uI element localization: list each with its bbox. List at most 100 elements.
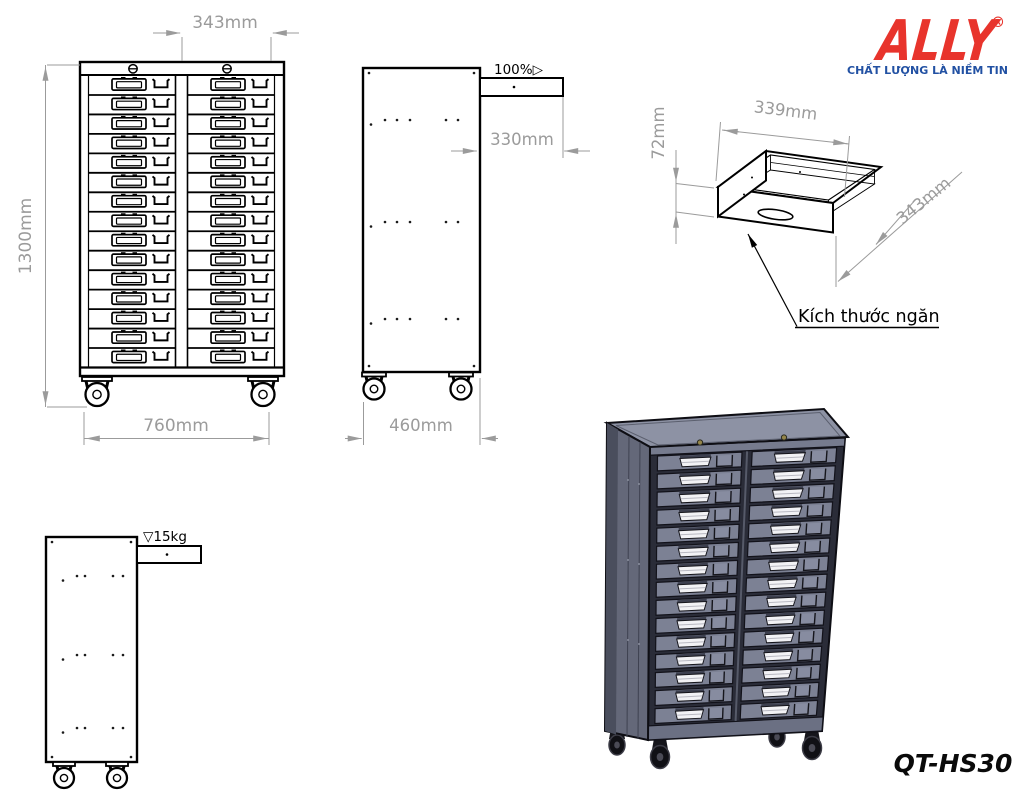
drawer-3d (656, 451, 743, 472)
front-drawer (187, 154, 275, 174)
front-drawer-grid (88, 76, 275, 369)
label-holder-3d (799, 612, 816, 626)
front-drawer (88, 193, 176, 213)
drawer-3d (742, 645, 823, 666)
pullout-note: 100%▷ (494, 62, 544, 78)
front-drawer (187, 135, 275, 155)
brand-logo: ALLY ® CHẤT LƯỢNG LÀ NIỀM TIN (847, 8, 1008, 77)
registered-mark: ® (991, 15, 1005, 31)
front-drawer (187, 310, 275, 330)
label-holder (250, 175, 270, 186)
screw-icon (128, 63, 138, 74)
label-holder (151, 273, 171, 283)
label-holder (151, 117, 171, 128)
label-holder (151, 78, 171, 89)
label-holder (151, 331, 171, 342)
label-holder (250, 214, 270, 225)
front-drawer (88, 96, 176, 116)
front-drawer (187, 213, 275, 233)
side-view: 100%▷ (361, 62, 564, 401)
dim-label: 460mm (389, 416, 453, 435)
label-holder (250, 292, 270, 303)
label-holder-3d (710, 617, 728, 630)
dim-overall-width: 760mm (83, 412, 270, 445)
label-holder (250, 136, 270, 147)
front-drawer (187, 115, 275, 135)
drawer-3d (739, 699, 819, 720)
drawer-3d (747, 519, 832, 540)
drawer-3d (655, 577, 738, 598)
dim-label: 72mm (649, 106, 668, 159)
front-drawer (88, 271, 176, 291)
drawer-3d (656, 523, 740, 544)
side-casters (361, 371, 474, 401)
drawer-handle-cutout (757, 208, 794, 221)
drawer-3d (655, 613, 737, 634)
label-holder-3d (798, 630, 815, 644)
front-drawer (88, 232, 176, 252)
drawer-3d (656, 469, 742, 490)
drawer-3d (654, 704, 733, 725)
front-drawer (187, 291, 275, 311)
drawer-3d (655, 559, 739, 580)
front-drawer (88, 115, 176, 135)
front-drawer (187, 330, 275, 349)
rivet-dots (367, 71, 476, 368)
model-code: QT-HS30 (894, 749, 1013, 778)
dim-label: 343mm (893, 173, 954, 228)
label-holder-3d (804, 540, 822, 554)
label-holder-3d (807, 486, 826, 500)
label-holder-3d (801, 576, 819, 590)
label-holder-3d (802, 558, 820, 572)
dim-drawer-depth: 343mm (835, 171, 963, 287)
drawer-3d (741, 663, 821, 684)
dim-label: 343mm (192, 13, 258, 33)
render-3d (603, 407, 851, 770)
label-holder (151, 292, 171, 303)
pulled-drawer (479, 77, 564, 97)
label-holder (250, 350, 270, 361)
label-holder-3d (805, 522, 823, 536)
label-holder-3d (713, 527, 731, 540)
drawer-3d (655, 595, 737, 616)
label-holder-3d (795, 667, 812, 680)
label-holder-3d (711, 599, 728, 612)
dim-label: 1300mm (16, 198, 36, 274)
dim-drawer-width: 343mm (153, 13, 299, 61)
dim-depth: 460mm (345, 378, 498, 445)
brand-name: ALLY (871, 8, 1003, 73)
label-holder-3d (712, 545, 730, 558)
label-holder-3d (796, 649, 814, 662)
front-drawer (187, 252, 275, 272)
front-drawer (187, 193, 275, 213)
front-drawer (88, 76, 176, 96)
drawer-3d (746, 537, 831, 558)
dim-label: 330mm (490, 130, 554, 149)
dim-label: 760mm (143, 416, 209, 436)
drawer-3d (654, 668, 734, 689)
dim-label: 339mm (753, 97, 818, 124)
drawer-3d (740, 681, 820, 702)
label-holder (151, 350, 171, 361)
front-view (78, 60, 286, 408)
label-holder-3d (708, 671, 725, 684)
label-holder-3d (714, 490, 732, 504)
label-holder-3d (800, 594, 818, 608)
label-holder (250, 156, 270, 167)
cabinet-side-outline (361, 66, 482, 374)
front-drawer (88, 174, 176, 194)
front-drawer (88, 310, 176, 330)
label-holder-3d (709, 653, 726, 666)
caster-3d (801, 729, 823, 761)
label-holder-3d (708, 689, 725, 702)
front-drawer (88, 252, 176, 272)
drawer-detail-caption: Kích thước ngăn (747, 233, 940, 329)
label-holder-3d (810, 450, 828, 463)
front-drawer (88, 135, 176, 155)
dim-height: 1300mm (16, 64, 87, 408)
label-holder (151, 156, 171, 167)
label-holder-3d (712, 563, 730, 576)
drawer-3d (744, 591, 827, 612)
label-holder-3d (794, 685, 811, 698)
